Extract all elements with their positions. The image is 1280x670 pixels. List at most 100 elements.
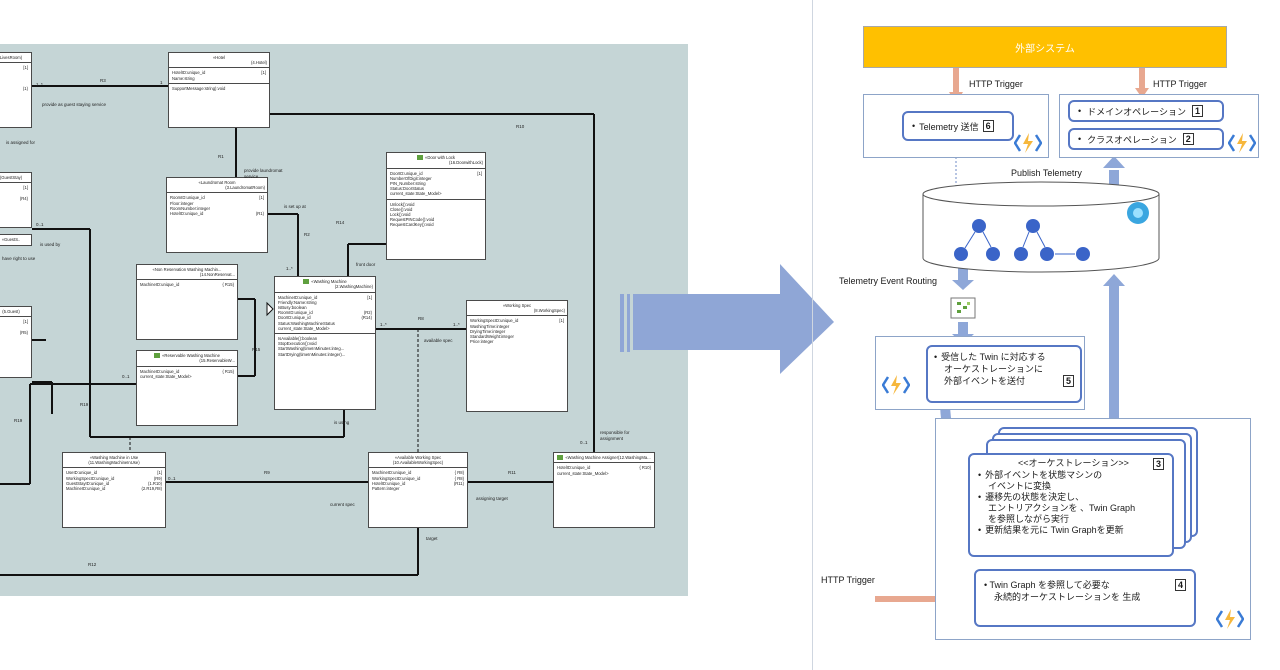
op: StartWashing(timeInMinutes:integ... xyxy=(278,346,345,352)
bullet: • xyxy=(978,492,982,502)
attr: MachineID:unique_id xyxy=(140,368,180,374)
attr-key: { R8} xyxy=(454,470,464,476)
op: RequestPINCode():void xyxy=(390,217,435,223)
attr-key: [1] xyxy=(157,470,162,476)
operations-function-box[interactable]: • ドメインオペレーション 1 • クラスオペレーション 2 xyxy=(1059,94,1259,158)
attr-key: (R11) xyxy=(453,480,464,486)
event-grid-icon[interactable] xyxy=(949,296,977,320)
assoc-label: available spec xyxy=(424,338,453,343)
op: StartDrying(timeInMinutes:integer)... xyxy=(278,351,346,357)
uml-class-diagram: LivesRoom) [1] (1) «Hotel(4.Hotel) Hotel… xyxy=(0,44,688,596)
attr: MachineID:unique_id xyxy=(66,486,106,492)
class-id: (12.WashingMa... xyxy=(618,455,651,460)
attr: RoomNumber:integer xyxy=(170,205,211,211)
cell: (1) xyxy=(22,86,28,92)
assoc-label: 0..1 xyxy=(580,440,588,445)
azure-function-icon xyxy=(1228,133,1256,153)
assoc-label: provide laundromat xyxy=(244,168,283,173)
class-tag-icon xyxy=(416,155,423,161)
class-washing-machine-assigner[interactable]: «Washing Machine Assigner(12.WashingMa..… xyxy=(553,452,655,528)
step-number: 6 xyxy=(982,120,994,132)
uml-connectors xyxy=(0,85,595,576)
attr-key: (1.R10) xyxy=(148,480,162,486)
step-number: 4 xyxy=(1174,579,1186,591)
orchestration-title: <<オーケストレーション>> xyxy=(1018,458,1129,468)
telemetry-send-item[interactable]: • Telemetry 送信 6 xyxy=(902,111,1014,141)
assoc-label: 0..1 xyxy=(122,374,130,379)
op: RequestCardKey():void xyxy=(390,222,434,228)
class-header: (GuestStay) xyxy=(0,173,31,184)
attr: GuestStayID:unique_id xyxy=(66,480,110,486)
attr: WorkingSpecID:unique_id xyxy=(470,318,519,324)
twin-node xyxy=(1076,247,1090,261)
bullet: • xyxy=(934,352,938,362)
assoc-label: is assigned for xyxy=(6,140,36,145)
assoc-label: R2 xyxy=(304,232,310,237)
attr: HotelID:unique_id xyxy=(170,211,204,217)
orch-line: エントリアクションを 、Twin Graph xyxy=(988,503,1136,513)
twin-node xyxy=(972,219,986,233)
orchestration-item[interactable]: <<オーケストレーション>>3 •外部イベントを状態マシンの イベントに変換 •… xyxy=(968,453,1174,557)
attr: WorkingSpecID:unique_id xyxy=(372,475,421,481)
assoc-label: R12 xyxy=(88,562,97,567)
assoc-label: service xyxy=(244,174,259,179)
orchestration-container[interactable]: <<オーケストレーション>>3 •外部イベントを状態マシンの イベントに変換 •… xyxy=(935,418,1251,640)
class-laundromat-room[interactable]: «Laundromat Room(3.LaundromatRoom) RoomI… xyxy=(166,177,268,253)
class-id: (3.LaundromatRoom) xyxy=(225,185,265,191)
class-stereo: «Working Spec xyxy=(502,303,532,308)
class-available-working-spec[interactable]: «Available Working Spec(10.AvailableWork… xyxy=(368,452,468,528)
class-livesroom[interactable]: LivesRoom) [1] (1) xyxy=(0,52,32,128)
assoc-label: 1 xyxy=(160,80,163,85)
class-guest[interactable]: (5.Guest) [1] (R5) xyxy=(0,306,32,378)
attr: RoomID:unique_id xyxy=(278,310,313,316)
twin-node xyxy=(1040,247,1054,261)
class-stereo: «Washing Machine xyxy=(311,279,347,284)
op: IsAvailable():boolean xyxy=(278,336,318,342)
attr: Floor:integer xyxy=(170,200,194,206)
attr-key: (2.R19,R8) xyxy=(141,486,162,492)
class-hotel-id: (4.Hotel) xyxy=(250,60,267,66)
http-trigger-label: HTTP Trigger xyxy=(1153,79,1207,89)
class-header: (5.Guest) xyxy=(0,307,31,318)
assoc-label: is set up at xyxy=(284,204,306,209)
azure-function-icon xyxy=(1014,133,1042,153)
class-stereo: «Reservable Washing Machine xyxy=(162,353,220,358)
class-door-with-lock[interactable]: «Door with Lock(16.DoorwithLock) DoorID:… xyxy=(386,152,486,260)
attr: MachineID:unique_id xyxy=(278,294,318,300)
domain-operation-item[interactable]: • ドメインオペレーション 1 xyxy=(1068,100,1224,122)
class-operation-item[interactable]: • クラスオペレーション 2 xyxy=(1068,128,1224,150)
class-stereo: «Washing Machine Assigner xyxy=(565,455,618,460)
bullet: • xyxy=(912,121,916,131)
class-non-reservation-washing-machine[interactable]: «Non Reservation Washing Machin...(14.No… xyxy=(136,264,238,340)
attr-key: [1] xyxy=(261,70,266,76)
cell: (R4) xyxy=(19,195,28,201)
class-working-spec[interactable]: «Working Spec(8.WorkingSpec) WorkingSpec… xyxy=(466,300,568,412)
class-operation-label: クラスオペレーション xyxy=(1087,134,1177,145)
class-hotel[interactable]: «Hotel(4.Hotel) HotelID:unique_id[1] Nam… xyxy=(168,52,270,128)
attr: HotelID:unique_id xyxy=(172,70,206,76)
orch-line: 更新結果を元に Twin Graphを更新 xyxy=(985,525,1124,535)
external-system-box[interactable]: 外部システム xyxy=(863,26,1227,68)
assoc-label: R14 xyxy=(336,220,345,225)
attr: Pattern:integer xyxy=(372,486,400,492)
architecture-diagram: 外部システム HTTP Trigger HTTP Trigger • Telem… xyxy=(812,0,1280,670)
class-guest-s[interactable]: «GuestS.. xyxy=(0,234,32,246)
assoc-label: R11 xyxy=(508,470,516,475)
cell: [1] xyxy=(23,185,28,191)
op: Unlock():void xyxy=(390,201,415,207)
class-guest-stay[interactable]: (GuestStay) [1] (R4) xyxy=(0,172,32,228)
attr: RoomID:unique_id xyxy=(170,195,205,201)
telemetry-routing-label: Telemetry Event Routing xyxy=(839,276,938,286)
assoc-label: R15 xyxy=(252,347,261,352)
telemetry-function-box[interactable]: • Telemetry 送信 6 xyxy=(863,94,1049,158)
class-reservable-washing-machine[interactable]: «Reservable Washing Machine(15.Reservabl… xyxy=(136,350,238,426)
attr-key: { R8} xyxy=(454,475,464,481)
digital-twins-graph[interactable] xyxy=(921,180,1161,276)
class-washing-machine-in-use[interactable]: «Washing Machine in Use(11.WashingMachin… xyxy=(62,452,166,528)
class-washing-machine[interactable]: «Washing Machine(2.WashingMachine) Machi… xyxy=(274,276,376,410)
gen-line: Twin Graph を参照して必要な xyxy=(989,580,1110,590)
twin-node xyxy=(986,247,1000,261)
